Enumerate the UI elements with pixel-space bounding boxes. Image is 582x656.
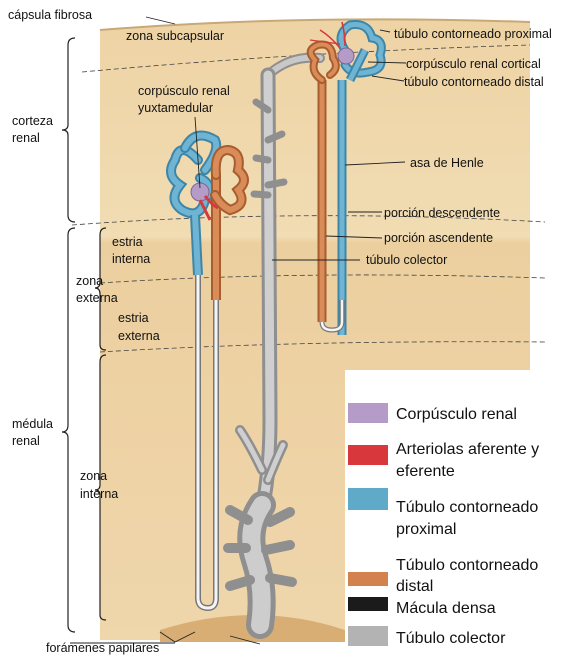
label-zona-interna-1: zona — [80, 469, 107, 483]
legend-swatch-corpusculo — [348, 403, 388, 423]
label-zona-interna-2: interna — [80, 487, 118, 501]
label-estria-interna-1: estria — [112, 235, 143, 249]
legend-label-distal-1: Túbulo contorneado — [396, 557, 538, 574]
label-porcion-descendente: porción descendente — [384, 206, 500, 220]
legend-label-proximal-2: proximal — [396, 521, 456, 538]
label-foramenes-papilares: forámenes papilares — [46, 641, 159, 655]
label-estria-externa-2: externa — [118, 329, 160, 343]
label-zona-externa-1: zona — [76, 274, 103, 288]
label-corpusculo-yuxta-2: yuxtamedular — [138, 101, 213, 115]
label-zona-externa-2: externa — [76, 291, 118, 305]
label-medula-2: renal — [12, 434, 40, 448]
label-corpusculo-cortical: corpúsculo renal cortical — [406, 57, 541, 71]
label-asa-henle: asa de Henle — [410, 156, 484, 170]
legend-label-proximal-1: Túbulo contorneado — [396, 499, 538, 516]
legend-label-arteriolas-1: Arteriolas aferente y — [396, 441, 539, 458]
label-corteza-1: corteza — [12, 114, 53, 128]
legend-swatch-arteriolas — [348, 445, 388, 465]
label-corpusculo-yuxta-1: corpúsculo renal — [138, 84, 230, 98]
label-tubulo-distal: túbulo contorneado distal — [404, 75, 544, 89]
legend-label-arteriolas-2: eferente — [396, 463, 455, 480]
label-tubulo-proximal: túbulo contorneado proximal — [394, 27, 552, 41]
label-medula-1: médula — [12, 417, 53, 431]
legend-label-distal-2: distal — [396, 578, 433, 595]
label-corteza-2: renal — [12, 131, 40, 145]
zone-brackets — [62, 38, 106, 632]
label-estria-externa-1: estria — [118, 311, 149, 325]
legend-swatch-distal — [348, 572, 388, 586]
label-porcion-ascendente: porción ascendente — [384, 231, 493, 245]
legend-swatch-colector — [348, 626, 388, 646]
label-estria-interna-2: interna — [112, 252, 150, 266]
legend-swatch-proximal — [348, 488, 388, 510]
label-zona-subcapsular: zona subcapsular — [126, 29, 224, 43]
legend-swatch-macula — [348, 597, 388, 611]
legend-label-macula: Mácula densa — [396, 600, 496, 617]
label-capsula-fibrosa: cápsula fibrosa — [8, 8, 92, 22]
legend: Corpúsculo renal Arteriolas aferente y e… — [345, 370, 582, 656]
legend-label-corpusculo: Corpúsculo renal — [396, 406, 517, 423]
label-tubulo-colector: túbulo colector — [366, 253, 447, 267]
legend-label-colector: Túbulo colector — [396, 630, 506, 647]
